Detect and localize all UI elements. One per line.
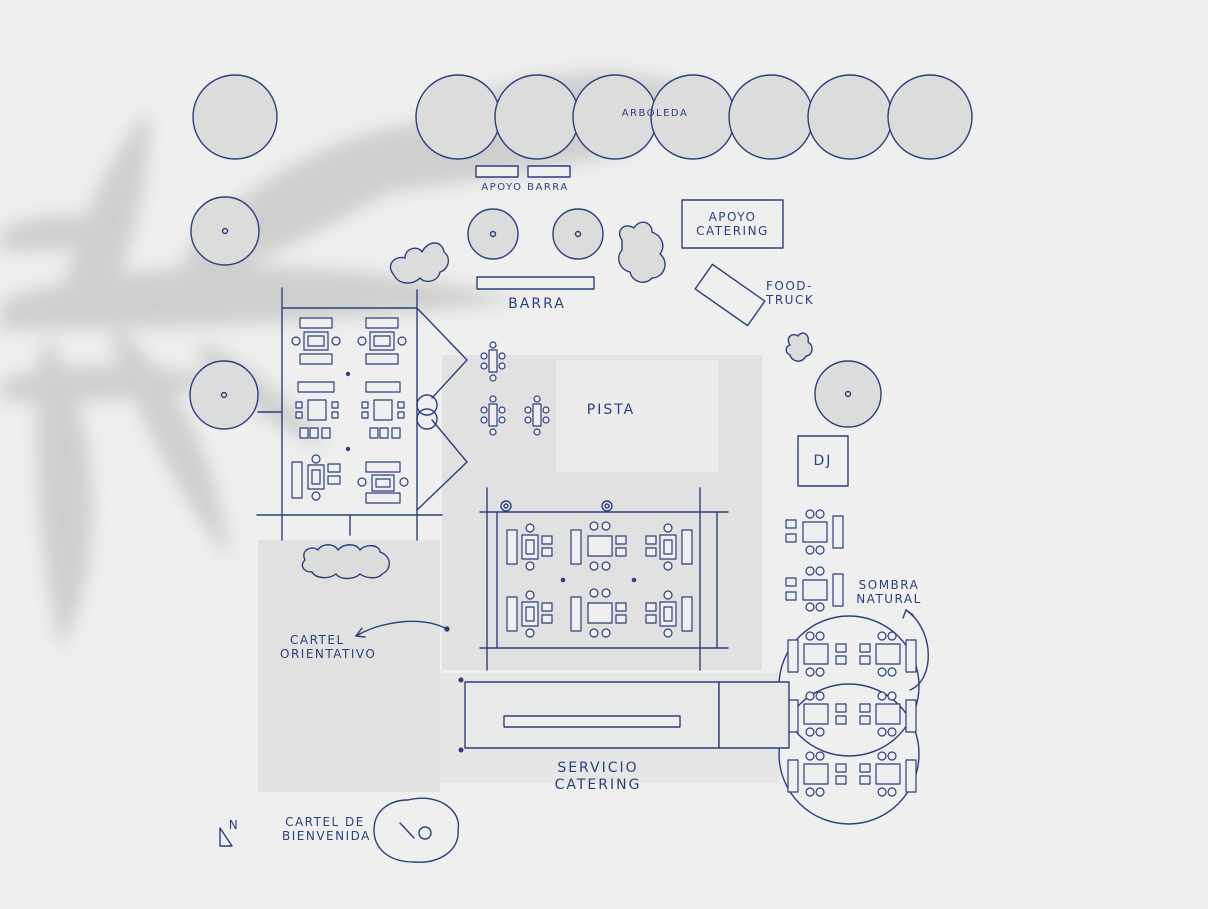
apoyo-catering-label: APOYO CATERING [682,210,783,238]
apoyo-catering-line-1: APOYO [708,210,757,224]
barra-label: BARRA [508,296,566,312]
cartel-bienvenida-line-1: CARTEL DE [285,815,365,829]
cartel-orientativo-label: CARTEL ORIENTATIVO [280,633,380,661]
bush-icon [301,221,813,580]
dj-booth [797,435,849,487]
barra-counter [476,276,595,290]
dj-label: DJ [813,453,833,469]
cartel-orientativo-line-1: CARTEL [290,633,345,647]
servicio-catering-line-2: CATERING [554,777,642,793]
cartel-bienvenida-sign [373,797,460,863]
cocktail-tables [480,341,550,436]
servicio-catering-line-1: SERVICIO [557,760,639,776]
servicio-catering-area [458,677,790,753]
cartel-bienvenida-line-2: BIENVENIDA [282,829,371,843]
left-pavilion-tables [291,317,409,504]
right-tables [785,509,844,612]
center-pavilion [479,487,729,671]
sombra-natural-tables [787,631,917,797]
left-pavilion [256,287,468,541]
tree-icon [189,74,882,430]
food-truck-line-1: FOOD- [766,279,813,293]
center-pavilion-tables [506,521,693,638]
servicio-catering-label: SERVICIO CATERING [540,760,656,794]
sombra-natural-label: SOMBRA NATURAL [852,578,926,606]
apoyo-barra-tables [475,165,571,178]
arrow-icon [355,620,450,638]
food-truck-line-2: TRUCK [766,293,815,307]
food-truck-label: FOOD- TRUCK [766,279,824,307]
north-label: N [228,818,240,832]
arboleda-label: ARBOLEDA [621,108,689,119]
sombra-natural-line-1: SOMBRA [858,578,920,592]
sombra-natural-line-2: NATURAL [856,592,922,606]
food-truck-shape [694,263,766,327]
cartel-orientativo-line-2: ORIENTATIVO [280,647,377,661]
apoyo-barra-label: APOYO BARRA [481,182,569,193]
north-arrow-icon [219,827,233,847]
cartel-bienvenida-label: CARTEL DE BIENVENIDA [282,815,371,843]
apoyo-catering-box [681,199,784,249]
apoyo-catering-line-2: CATERING [696,224,769,238]
arboleda-trees [415,74,973,160]
pista-label: PISTA [586,402,636,418]
